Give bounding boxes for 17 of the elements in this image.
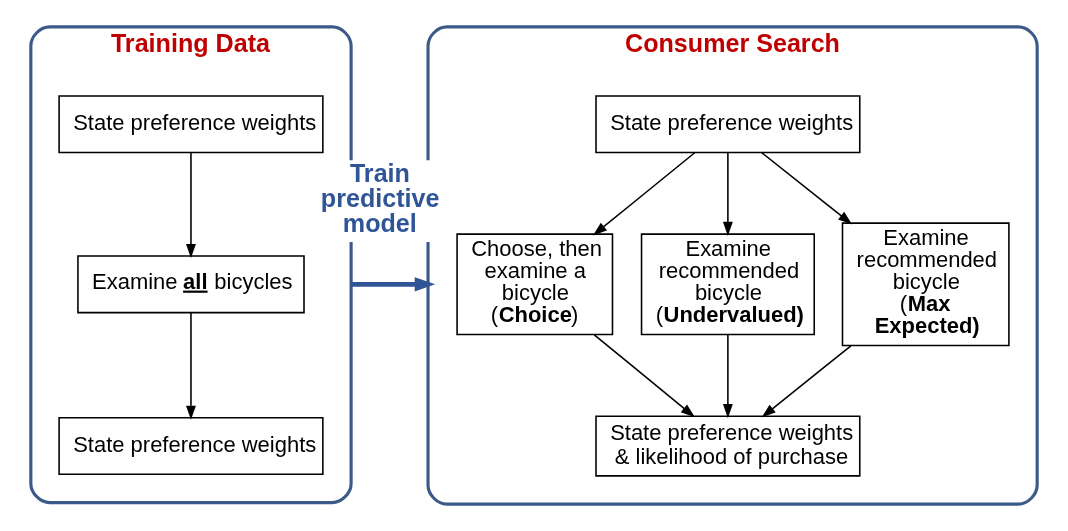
node-box: Examine all bicycles [77,255,305,314]
arrow [722,152,733,236]
arrow [592,151,696,236]
arrow [761,345,852,418]
arrow [761,151,853,225]
arrow [722,334,733,419]
node-box: Examine recommended bicycle (Undervalued) [640,233,815,336]
arrow [186,312,196,420]
arrow [351,277,436,292]
arrow [186,152,196,259]
node-box: State preference weights [58,95,324,154]
node-box: Examine recommended bicycle (Max Expected) [841,222,1010,347]
node-box: State preference weights & likelihood of purchase [595,415,861,477]
node-box: Choose, then examine a bicycle (Choice) [456,233,614,336]
node-box: State preference weights [595,95,861,154]
arrow [593,334,695,418]
node-box: State preference weights [58,417,324,476]
